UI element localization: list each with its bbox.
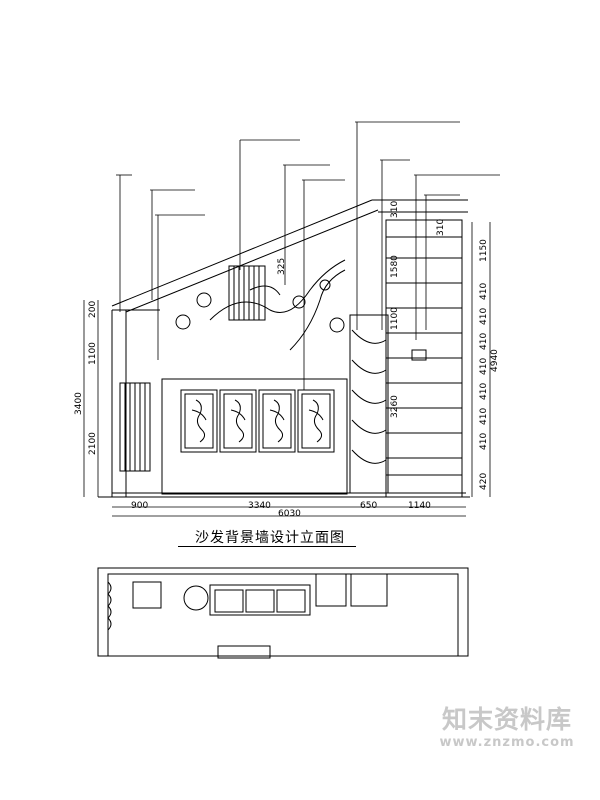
figure-sketch-3 xyxy=(269,399,285,443)
dim-right-7: 410 xyxy=(479,408,489,425)
figure-sketch-2 xyxy=(230,399,246,443)
dim-right-5: 410 xyxy=(479,358,489,375)
roof-slope-inner xyxy=(125,209,379,313)
picture-frame-3-inner xyxy=(262,393,292,449)
drawing-title: 沙发背景墙设计立面图 xyxy=(195,530,345,546)
dim-right-total: 4940 xyxy=(490,349,500,372)
watermark-url: www.znzmo.com xyxy=(439,735,575,750)
watermark-name: 知末资料库 xyxy=(441,705,572,734)
dim-total-width: 6030 xyxy=(278,509,301,519)
sofa-background-panel xyxy=(161,378,348,495)
decor-column-pattern xyxy=(351,329,387,464)
hanging-slat-panel xyxy=(228,265,266,321)
dim-left-total: 3400 xyxy=(74,392,84,415)
figure-sketch-4 xyxy=(308,399,324,443)
dim-right-1: 1150 xyxy=(479,239,489,262)
flower-2 xyxy=(175,314,191,330)
dimension-lines xyxy=(83,222,491,517)
title-underline xyxy=(178,546,356,547)
person-figure-plan xyxy=(183,585,209,611)
flower-3 xyxy=(292,295,306,309)
slat-lines-left xyxy=(124,383,146,471)
vine-decoration xyxy=(209,259,346,351)
flower-5 xyxy=(319,279,331,291)
picture-frame-1-inner xyxy=(184,393,214,449)
floor-plan-inner xyxy=(107,573,459,657)
flower-4 xyxy=(329,317,345,333)
sofa-plan xyxy=(209,584,311,616)
dim-h-4: 1140 xyxy=(408,501,431,511)
side-table-1 xyxy=(315,573,347,607)
dim-right-2: 410 xyxy=(479,283,489,300)
hanging-slat-lines xyxy=(233,266,260,320)
dim-left-1: 200 xyxy=(88,301,98,318)
picture-frame-3 xyxy=(258,389,296,453)
armchair-plan xyxy=(132,581,162,609)
dim-h-1: 900 xyxy=(131,501,148,511)
picture-frame-4-inner xyxy=(301,393,331,449)
curtain-plan xyxy=(107,581,112,631)
picture-frame-1 xyxy=(180,389,218,453)
picture-frame-2 xyxy=(219,389,257,453)
dim-inner-1: 310 xyxy=(390,201,400,218)
picture-frame-4 xyxy=(297,389,335,453)
dim-right-6: 410 xyxy=(479,383,489,400)
dim-left-3: 2100 xyxy=(88,432,98,455)
dim-right-3: 410 xyxy=(479,308,489,325)
dim-inner-3: 325 xyxy=(277,258,287,275)
dim-h-2: 3340 xyxy=(248,501,271,511)
picture-frame-2-inner xyxy=(223,393,253,449)
decor-column-panel xyxy=(349,314,389,494)
dim-right-9: 420 xyxy=(479,473,489,490)
side-table-2 xyxy=(350,573,388,607)
shelf-lines xyxy=(386,236,462,476)
dim-inner-2: 310 xyxy=(436,219,446,236)
dim-inner-4: 1580 xyxy=(390,255,400,278)
roof-slope-outer xyxy=(111,199,373,307)
dim-right-8: 410 xyxy=(479,433,489,450)
flower-1 xyxy=(196,292,212,308)
dim-inner-6: 3260 xyxy=(390,395,400,418)
annotation-leaders xyxy=(116,121,500,390)
dim-right-4: 410 xyxy=(479,333,489,350)
shelf-light-box xyxy=(411,349,427,361)
figure-sketch-1 xyxy=(191,399,207,443)
dim-left-2: 1100 xyxy=(88,342,98,365)
dim-h-3: 650 xyxy=(360,501,377,511)
dim-inner-5: 1100 xyxy=(390,307,400,330)
coffee-table-plan xyxy=(217,645,271,659)
